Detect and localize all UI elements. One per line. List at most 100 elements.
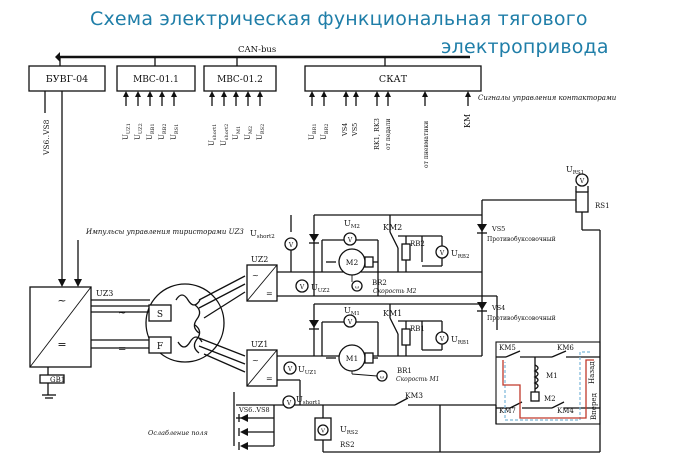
mvs1-arrow-head	[135, 91, 141, 97]
generator: S F	[145, 275, 246, 373]
signal-u-rs1: URS1	[170, 124, 180, 140]
field-weakening: KM3 V Ushort1 VS6..VS8 Ослабление поля V	[148, 380, 601, 453]
voltmeter-rb1-v: V	[439, 336, 445, 343]
signal-u-m1: UM1	[232, 126, 242, 140]
speed-m2: Скорость M2	[373, 288, 417, 295]
rs1-label: RS1	[595, 202, 610, 210]
reverser: KM5 KM6 M1 M2 KM7 KM4 Назад Вперед	[495, 341, 601, 425]
signal-u-rb2: URB2	[158, 123, 168, 140]
module-buvg: БУВГ-04	[28, 65, 106, 92]
signal-u-uz1: UUZ1	[122, 123, 132, 140]
br2-label: BR2	[372, 279, 387, 287]
km7-label: KM7	[499, 407, 516, 415]
mvs2-arrow-head	[221, 91, 227, 97]
module-mvs1-label: МВС-01.1	[133, 75, 179, 85]
km3-label: KM3	[405, 391, 423, 400]
skat-arrow-head	[321, 91, 327, 97]
gen-ac-tilde: ~	[118, 308, 126, 319]
skat-signal-labels: UBR1 UBR2 VS4 VS5 RK1, RK3 от педали от …	[308, 94, 617, 168]
module-mvs2: МВС-01.2	[203, 65, 277, 92]
signal-u-short1: Ushort1	[208, 124, 218, 146]
br1-symbol: ω	[380, 375, 384, 381]
field-weak-note: Ослабление поля	[148, 429, 208, 437]
skat-arrow-head	[309, 91, 315, 97]
mvs2-signal-labels: Ushort1 Ushort2 UM1 UM2 URS2	[208, 124, 266, 146]
uz2-ac: ~	[252, 271, 259, 280]
uz2-label: UZ2	[251, 255, 268, 264]
vs5-label: VS5	[491, 225, 505, 233]
km6-label: KM6	[557, 344, 574, 352]
reverser-m2: M2	[544, 395, 556, 403]
signal-u-br1: UBR1	[308, 123, 318, 140]
skat-arrow-head	[374, 91, 380, 97]
motor-m1: M1	[346, 354, 358, 363]
module-mvs1: МВС-01.1	[116, 65, 196, 92]
uz3-dc-symbol: =	[57, 338, 66, 351]
module-skat: СКАТ	[304, 65, 482, 92]
contactor-note: Сигналы управления контакторами	[478, 94, 617, 102]
signal-vs5: VS5	[351, 123, 359, 137]
shunt-rs1: V URS1 RS1	[566, 165, 610, 440]
voltmeter-uz1-v: V	[287, 366, 293, 373]
rb1-label: RB1	[410, 325, 425, 333]
skat-arrow-head	[343, 91, 349, 97]
u-m2-label: UM2	[344, 219, 360, 230]
module-skat-label: СКАТ	[379, 74, 408, 85]
vs4-note: Противобуксовочный	[487, 315, 556, 322]
generator-field: F	[157, 342, 163, 352]
voltmeter-m1-v: V	[347, 319, 353, 326]
signal-u-rs2: URS2	[256, 124, 266, 140]
rb2-label: RB2	[410, 240, 425, 248]
rectifier-uz2: UZ2 ~ =	[246, 255, 278, 302]
uz1-label: UZ1	[251, 340, 268, 349]
generator-stator: S	[157, 310, 163, 320]
mvs1-arrow-head	[171, 91, 177, 97]
u-rs2-label: URS2	[340, 425, 358, 436]
voltmeter-short2-v: V	[288, 242, 294, 249]
gen-dc-equals: =	[118, 344, 126, 355]
battery-gb1: GB1	[39, 367, 65, 399]
drive-2-circuit: V Ushort2 V UUZ2 V UM2 M2 ω BR2 Скорость	[250, 214, 497, 297]
br2-symbol: ω	[355, 285, 359, 291]
skat-arrow-head	[353, 91, 359, 97]
vs4-label: VS4	[491, 304, 505, 312]
signal-rk: RK1, RK3	[373, 118, 381, 150]
drive-1-circuit: V UUZ1 V UM1 M1 ω BR1 Скорость M1 KM1	[277, 303, 482, 383]
voltmeter-short1-v: V	[286, 400, 292, 407]
mvs1-arrow-head	[147, 91, 153, 97]
u-short1-label: Ushort1	[296, 395, 321, 406]
signal-km: KM	[463, 114, 472, 128]
converter-uz3: ~ = UZ3	[29, 286, 113, 368]
skat-arrow-head	[465, 91, 471, 97]
signal-u-short2: Ushort2	[220, 124, 230, 146]
voltmeter-uz2-v: V	[299, 284, 305, 291]
direction-backward-label: Назад	[588, 361, 596, 384]
mvs1-signal-labels: UUZ1 UUZ2 URB1 URB2 URS1	[122, 123, 180, 140]
mvs2-arrow-head	[233, 91, 239, 97]
module-signal-arrows: VS6..VS8	[42, 91, 471, 156]
uz1-dc: =	[266, 374, 273, 383]
uz3-ac-symbol: ~	[57, 294, 66, 307]
diagram-title-line2: электропривода	[441, 36, 609, 58]
u-uz2-label: UUZ2	[311, 283, 330, 294]
module-mvs2-label: МВС-01.2	[217, 75, 263, 85]
km5-label: KM5	[499, 344, 516, 352]
uz2-dc: =	[266, 289, 273, 298]
motor-m2: M2	[346, 258, 359, 267]
mvs1-arrow-head	[159, 91, 165, 97]
mvs2-arrow-head	[209, 91, 215, 97]
mvs1-arrow-head	[123, 91, 129, 97]
vs6-vs8-label: VS6..VS8	[238, 406, 270, 414]
u-rb2-label: URB2	[451, 249, 469, 260]
voltmeter-rs2-v: V	[320, 429, 326, 435]
battery-label: GB1	[50, 376, 65, 384]
signal-u-rb1: URB1	[146, 123, 156, 140]
voltmeter-m2-v: V	[347, 237, 353, 244]
pulse-note: Импульсы управления тиристорами UZ3	[85, 228, 244, 236]
u-short2-label: Ushort2	[250, 229, 275, 240]
direction-forward-label: Вперед	[590, 392, 598, 420]
thyristor-column: VS5 Противобуксовочный VS4 Противобуксов…	[477, 199, 582, 356]
km4-label: KM4	[557, 407, 574, 415]
